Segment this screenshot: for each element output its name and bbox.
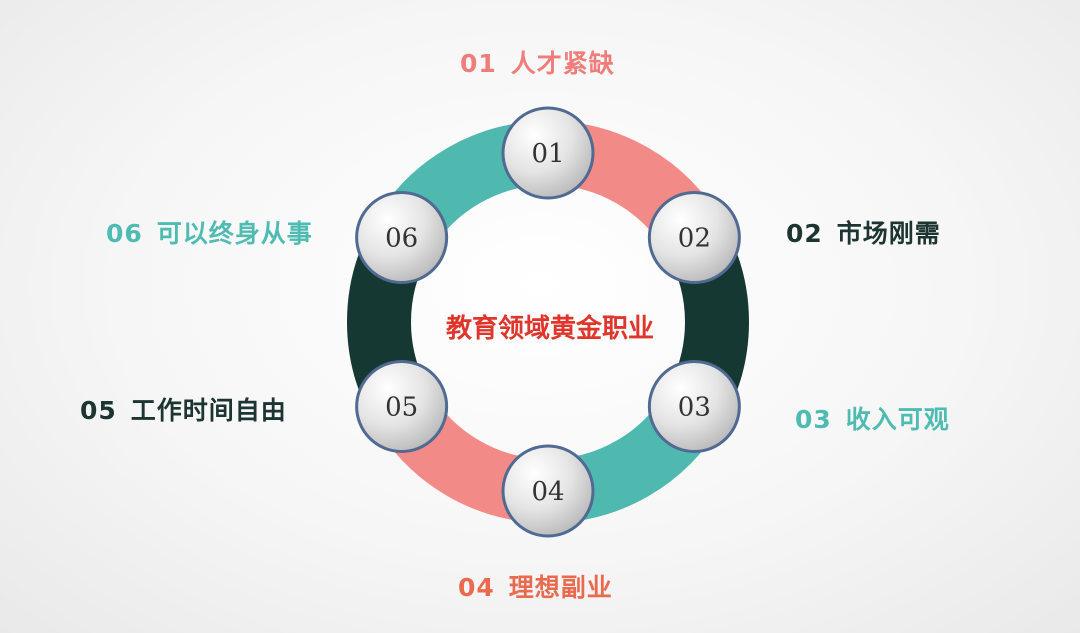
- node-circle: [501, 106, 595, 200]
- node-01: 01: [501, 106, 595, 200]
- node-number: 02: [678, 224, 711, 254]
- node-circle: [355, 360, 449, 453]
- node-number: 03: [678, 393, 711, 423]
- node-03: 03: [647, 360, 741, 453]
- node-number: 06: [385, 224, 418, 254]
- center-title: 教育领域黄金职业: [445, 314, 654, 344]
- node-05: 05: [355, 360, 449, 453]
- node-circle: [647, 360, 741, 453]
- node-06: 06: [355, 191, 449, 284]
- node-number: 04: [531, 477, 564, 507]
- node-number: 01: [531, 139, 564, 169]
- node-04: 04: [501, 444, 595, 538]
- node-circle: [501, 444, 595, 538]
- node-circle: [355, 191, 449, 284]
- node-number: 05: [385, 393, 418, 423]
- node-02: 02: [647, 191, 741, 284]
- node-circle: [647, 191, 741, 284]
